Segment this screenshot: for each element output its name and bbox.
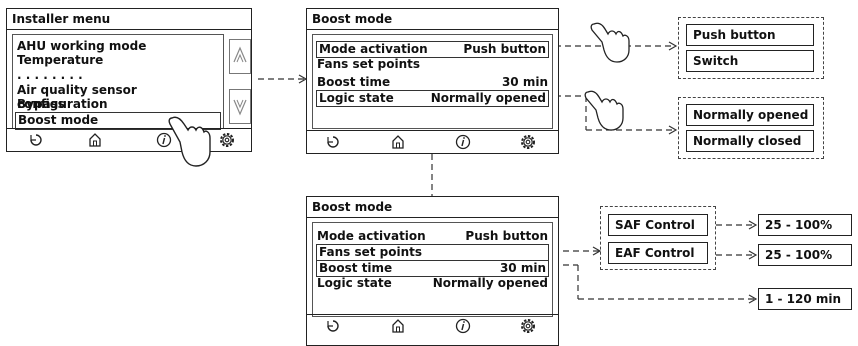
- settings-icon[interactable]: [520, 134, 536, 150]
- settings-icon[interactable]: [520, 318, 536, 334]
- menu-item-boost-mode[interactable]: Boost mode: [15, 112, 221, 130]
- info-icon[interactable]: [455, 318, 471, 334]
- boost-mode-panel-top: Boost mode Mode activation Push button F…: [306, 8, 559, 154]
- settings-icon[interactable]: [219, 132, 235, 148]
- option-switch[interactable]: Switch: [686, 50, 814, 72]
- option-push-button[interactable]: Push button: [686, 24, 814, 46]
- boost-time-row[interactable]: Boost time 30 min: [317, 75, 548, 89]
- fans-set-points-label: Fans set points: [317, 57, 421, 71]
- logic-state-row[interactable]: Logic state Normally opened: [317, 276, 548, 290]
- boost-mode-title-top: Boost mode: [307, 9, 558, 30]
- eaf-range-box: 25 - 100%: [758, 244, 852, 266]
- scroll-up-icon: [233, 46, 247, 63]
- fans-set-points-row[interactable]: Fans set points: [316, 244, 549, 261]
- boost-time-row[interactable]: Boost time 30 min: [316, 260, 549, 277]
- boost-mode-panel-bottom: Boost mode Mode activation Push button F…: [306, 196, 559, 346]
- logic-state-label: Logic state: [317, 276, 392, 290]
- menu-item-temperature[interactable]: Temperature: [17, 53, 104, 67]
- menu-ellipsis: . . . . . . . .: [17, 68, 83, 82]
- option-saf-control[interactable]: SAF Control: [608, 214, 708, 236]
- boost-toolbar-top: [307, 130, 558, 153]
- saf-range-box: 25 - 100%: [758, 214, 852, 236]
- back-icon[interactable]: [325, 134, 341, 150]
- home-icon[interactable]: [87, 132, 103, 148]
- home-icon[interactable]: [390, 318, 406, 334]
- logic-state-row[interactable]: Logic state Normally opened: [316, 90, 549, 107]
- boost-time-label: Boost time: [317, 75, 391, 89]
- mode-activation-row[interactable]: Mode activation Push button: [316, 41, 549, 58]
- logic-state-value: Normally opened: [430, 91, 546, 105]
- mode-activation-label: Mode activation: [317, 229, 426, 243]
- info-icon[interactable]: [156, 132, 172, 148]
- fans-set-points-label: Fans set points: [319, 245, 423, 259]
- installer-menu-panel: Installer menu AHU working mode Temperat…: [6, 8, 252, 152]
- fans-set-points-row[interactable]: Fans set points: [317, 57, 548, 71]
- installer-menu-title: Installer menu: [7, 9, 251, 30]
- boost-time-range-box: 1 - 120 min: [758, 288, 852, 310]
- menu-item-ahu[interactable]: AHU working mode: [17, 39, 147, 53]
- back-icon[interactable]: [325, 318, 341, 334]
- scroll-down-button[interactable]: [229, 89, 251, 124]
- boost-settings-list-bottom: Mode activation Push button Fans set poi…: [312, 222, 553, 317]
- hand-pointer-icon: [584, 90, 624, 131]
- boost-settings-list-top: Mode activation Push button Fans set poi…: [312, 34, 553, 129]
- boost-time-value: 30 min: [501, 75, 548, 89]
- menu-item-bypass[interactable]: Bypass: [17, 97, 65, 111]
- scroll-up-button[interactable]: [229, 39, 251, 74]
- mode-activation-label: Mode activation: [319, 42, 428, 56]
- back-icon[interactable]: [28, 132, 44, 148]
- activation-options-group: [678, 17, 824, 79]
- menu-item-air-quality[interactable]: Air quality sensor configuration: [17, 83, 137, 111]
- fans-options-group: [600, 206, 716, 270]
- mode-activation-row[interactable]: Mode activation Push button: [317, 229, 548, 243]
- installer-menu-toolbar: [7, 128, 251, 151]
- boost-time-label: Boost time: [319, 261, 393, 275]
- scroll-down-icon: [233, 99, 247, 116]
- hand-pointer-icon: [168, 116, 211, 167]
- mode-activation-value: Push button: [463, 42, 546, 56]
- option-normally-opened[interactable]: Normally opened: [686, 104, 814, 126]
- hand-pointer-icon: [590, 22, 630, 63]
- logic-options-group: [678, 97, 824, 159]
- logic-state-value: Normally opened: [432, 276, 548, 290]
- boost-time-value: 30 min: [499, 261, 546, 275]
- boost-mode-title-bottom: Boost mode: [307, 197, 558, 218]
- option-eaf-control[interactable]: EAF Control: [608, 242, 708, 264]
- mode-activation-value: Push button: [465, 229, 548, 243]
- option-normally-closed[interactable]: Normally closed: [686, 130, 814, 152]
- info-icon[interactable]: [455, 134, 471, 150]
- logic-state-label: Logic state: [319, 91, 394, 105]
- boost-toolbar-bottom: [307, 314, 558, 337]
- home-icon[interactable]: [390, 134, 406, 150]
